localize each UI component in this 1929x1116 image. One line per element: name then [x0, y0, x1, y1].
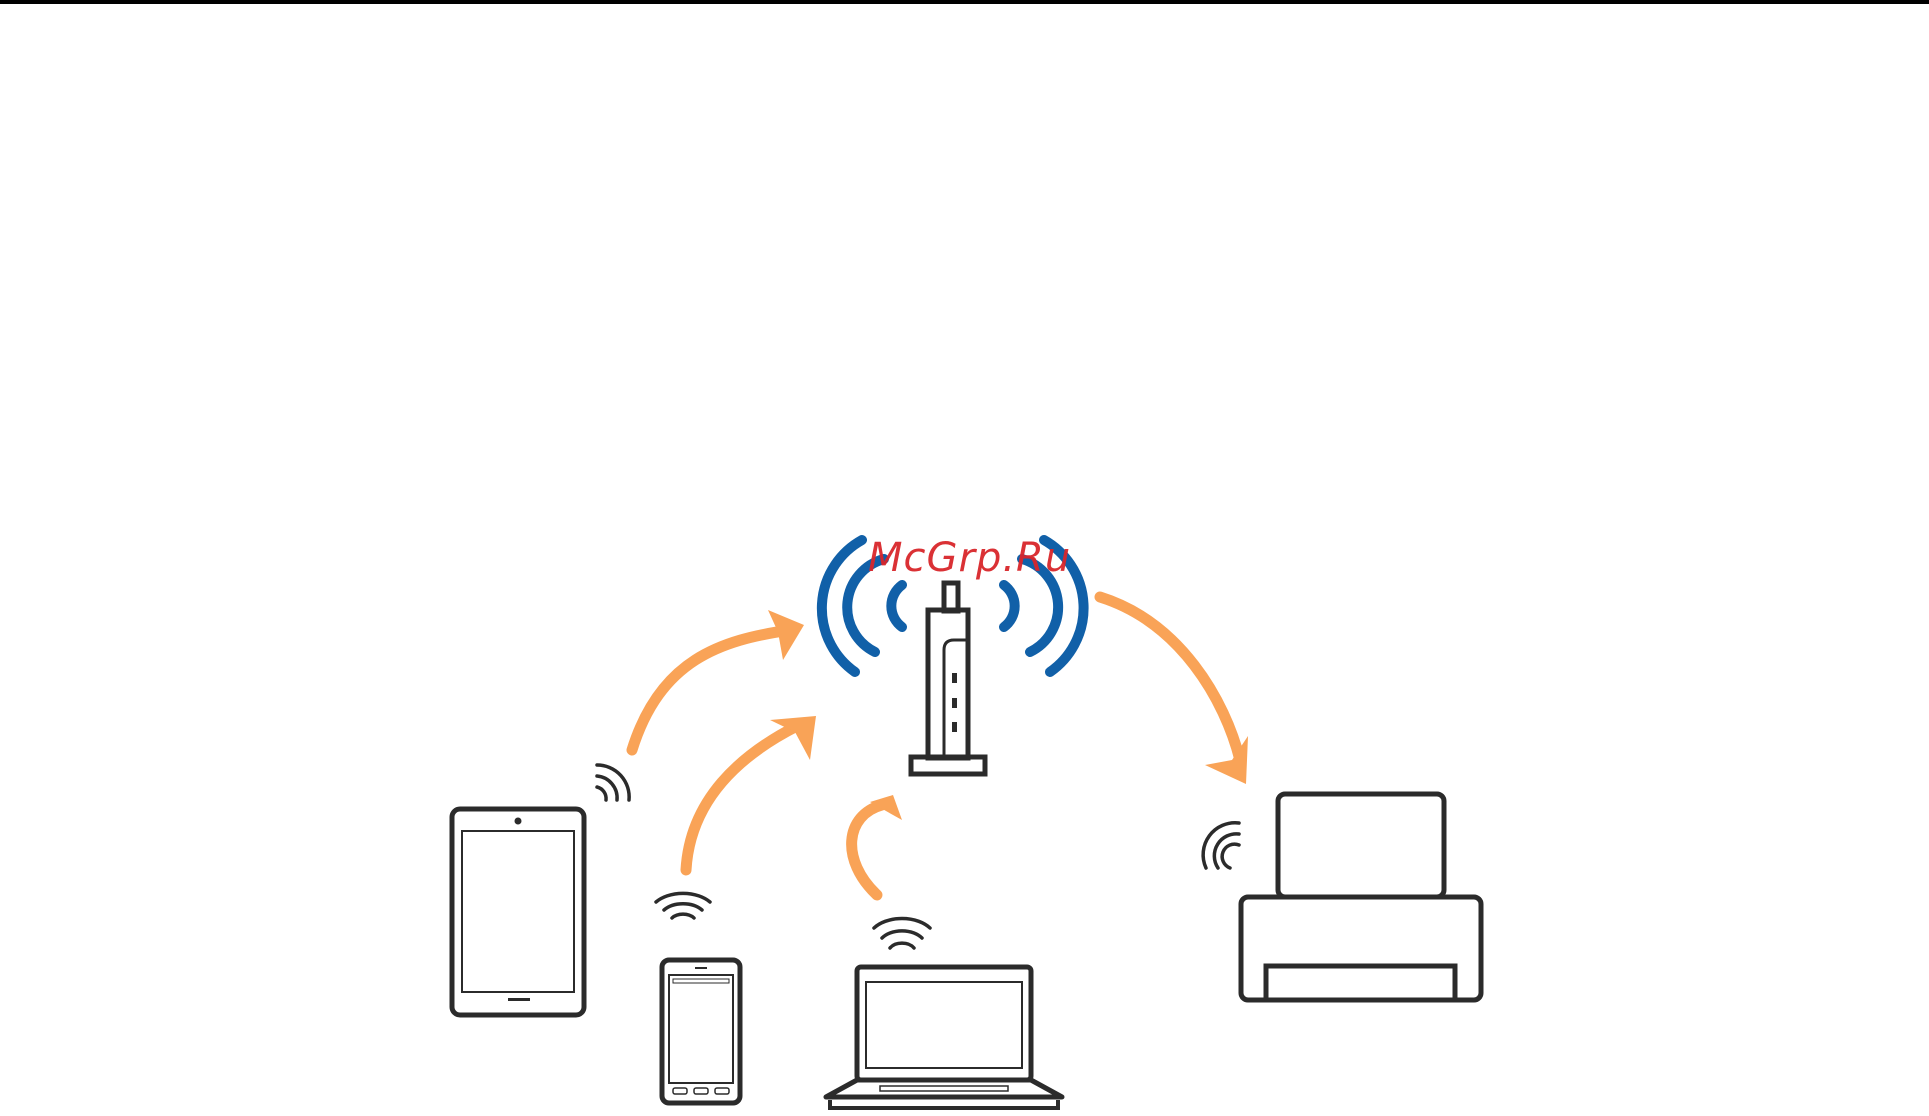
tablet-icon	[452, 809, 584, 1015]
arrow-laptop-to-router	[852, 795, 902, 895]
arrow-tablet-to-router	[632, 610, 804, 750]
smartphone-icon	[662, 960, 740, 1103]
wifi-router-icon	[911, 583, 985, 774]
smartphone-wifi-icon	[656, 893, 710, 918]
tablet-wifi-icon	[597, 765, 629, 800]
arrow-smartphone-to-router	[686, 716, 816, 870]
laptop-icon	[826, 967, 1062, 1108]
arrow-router-to-printer	[1100, 597, 1248, 784]
laptop-wifi-icon	[874, 918, 930, 948]
printer-icon	[1241, 794, 1481, 1000]
printer-wifi-icon	[1203, 823, 1239, 868]
watermark-text: McGrp.Ru	[868, 535, 1071, 581]
